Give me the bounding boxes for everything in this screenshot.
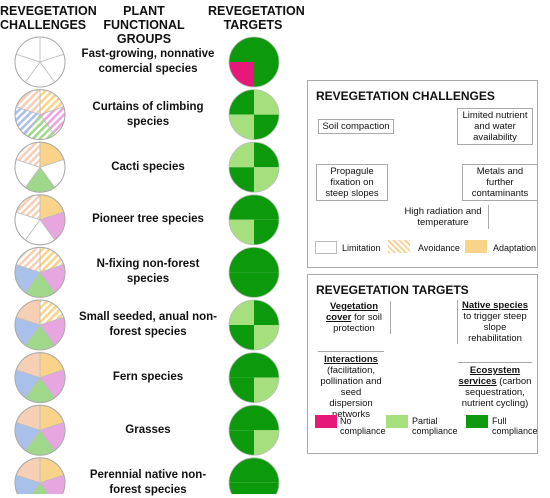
target-pie-3-quadrant-1 (254, 194, 279, 220)
legend-no-compliance-label: No compliance (340, 416, 386, 436)
target-pie-4-quadrant-1 (254, 247, 279, 273)
challenge-pie-3 (14, 194, 66, 246)
target-pie-6-quadrant-2 (254, 377, 279, 403)
group-label-6: Fern species (112, 371, 184, 384)
legend-no-compliance-swatch (315, 415, 337, 428)
target-pie-0-quadrant-2 (254, 62, 279, 87)
header-groups: PLANT FUNCTIONAL GROUPS (103, 4, 185, 46)
label-metals: Metals and further contaminants (462, 164, 538, 201)
target-pie-0 (228, 36, 280, 88)
label-propagule: Propagule fixation on steep slopes (316, 164, 388, 201)
target-pie-8-quadrant-0 (229, 457, 254, 483)
interactions-rest: (facilitation, pollination and seed disp… (320, 365, 382, 420)
label-limited-nutrient: Limited nutrient and water availability (457, 108, 533, 145)
target-pie-5-quadrant-1 (254, 300, 279, 325)
challenge-pie-2 (14, 141, 66, 193)
label-soil-compaction: Soil compaction (318, 119, 394, 134)
target-pie-1-quadrant-1 (254, 89, 279, 115)
header-challenges: REVEGETATION CHALLENGES (0, 4, 97, 32)
label-ecosystem-services: Ecosystem services (carbon sequestration… (458, 362, 532, 409)
target-pie-2-quadrant-0 (229, 142, 254, 168)
target-pie-1 (228, 89, 280, 140)
group-label-2: Cacti species (111, 160, 185, 173)
target-pie-4-quadrant-3 (229, 272, 254, 298)
target-pie-5-quadrant-0 (229, 300, 254, 325)
challenge-pie-8-wedge-2 (31, 482, 49, 494)
target-pie-8 (228, 457, 280, 494)
ecosystem-services-rest: (carbon sequestration, nutrient cycling) (461, 376, 532, 409)
group-label-4: N-fixing non-forest species (96, 258, 200, 286)
label-radiation: High radiation and temperature (398, 205, 489, 229)
target-pie-5 (228, 299, 280, 351)
target-pie-7 (228, 404, 280, 456)
target-pie-6-quadrant-3 (229, 377, 254, 403)
challenge-pie-8 (14, 457, 66, 494)
challenge-pie-1 (14, 89, 66, 141)
group-label-8: Perennial native non-forest species (89, 468, 207, 496)
legend-full-compliance-label: Full compliance (492, 416, 538, 436)
target-pie-5-quadrant-2 (254, 325, 279, 350)
group-label-3: Pioneer tree species (92, 213, 204, 226)
challenge-pie-5 (14, 299, 66, 351)
target-pie-2-quadrant-3 (229, 167, 254, 193)
target-pie-5-quadrant-3 (229, 325, 254, 350)
legend-adaptation-swatch (465, 240, 487, 253)
target-pie-3-quadrant-2 (254, 219, 279, 245)
target-pie-2 (228, 141, 280, 193)
header-targets: REVEGETATION TARGETS (208, 4, 305, 32)
target-pie-7-quadrant-1 (254, 405, 279, 431)
legend-limitation-swatch (315, 241, 337, 254)
target-pie-8-quadrant-3 (229, 482, 254, 494)
target-pie-3-quadrant-0 (229, 194, 254, 220)
native-species-rest: to trigger steep slope rehabilitation (463, 311, 527, 344)
target-pie-1-quadrant-0 (229, 89, 254, 115)
challenge-pie-0 (14, 36, 66, 88)
legend-avoidance-label: Avoidance (418, 243, 460, 253)
group-label-7: Grasses (125, 423, 171, 436)
target-pie-8-quadrant-1 (254, 457, 279, 483)
targets-box-title: REVEGETATION TARGETS (316, 283, 469, 297)
legend-limitation-label: Limitation (342, 243, 381, 253)
target-pie-2-quadrant-2 (254, 167, 279, 193)
target-pie-4 (228, 246, 280, 298)
target-pie-0-quadrant-0 (229, 37, 254, 62)
interactions-head: Interactions (324, 354, 378, 365)
ecosystem-services-head: Ecosystem services (458, 365, 521, 387)
target-pie-7-quadrant-0 (229, 405, 254, 431)
target-pie-8-quadrant-2 (254, 482, 279, 494)
legend-full-compliance-swatch (466, 415, 488, 428)
target-pie-6-quadrant-0 (229, 352, 254, 378)
label-native-species: Native species to trigger steep slope re… (457, 300, 532, 344)
legend-partial-compliance-swatch (386, 415, 408, 428)
challenge-pie-4 (14, 246, 66, 298)
group-label-5: Small seeded, anual non-forest species (78, 311, 218, 338)
target-pie-6-quadrant-1 (254, 352, 279, 378)
challenges-box-title: REVEGETATION CHALLENGES (316, 89, 495, 103)
label-interactions: Interactions (facilitation, pollination … (318, 351, 384, 420)
target-pie-2-quadrant-1 (254, 142, 279, 168)
target-pie-7-quadrant-2 (254, 430, 279, 456)
label-vegetation-cover: Vegetation cover for soil protection (318, 301, 391, 334)
group-label-1: Curtains of climbing species (92, 100, 204, 128)
target-pie-1-quadrant-2 (254, 114, 279, 140)
group-label-0: Fast-growing, nonnative comercial specie… (81, 48, 215, 75)
target-pie-7-quadrant-3 (229, 430, 254, 456)
target-pie-3-quadrant-3 (229, 219, 254, 245)
target-pie-4-quadrant-0 (229, 247, 254, 273)
challenge-pie-6 (14, 352, 66, 404)
target-pie-0-quadrant-1 (254, 37, 279, 62)
targets-legend-box: REVEGETATION TARGETS (307, 274, 538, 454)
challenge-pie-7 (14, 404, 66, 456)
target-pie-6 (228, 352, 280, 404)
target-pie-4-quadrant-2 (254, 272, 279, 298)
legend-partial-compliance-label: Partial compliance (412, 416, 458, 436)
native-species-head: Native species (461, 300, 528, 311)
vegetation-cover-head: Vegetation cover (326, 301, 379, 323)
target-pie-1-quadrant-3 (229, 114, 254, 140)
target-pie-3 (228, 194, 280, 246)
legend-avoidance-swatch (388, 240, 410, 253)
legend-adaptation-label: Adaptation (493, 243, 537, 253)
vegetation-cover-rest: for soil protection (333, 312, 382, 334)
target-pie-0-quadrant-3 (229, 62, 254, 87)
